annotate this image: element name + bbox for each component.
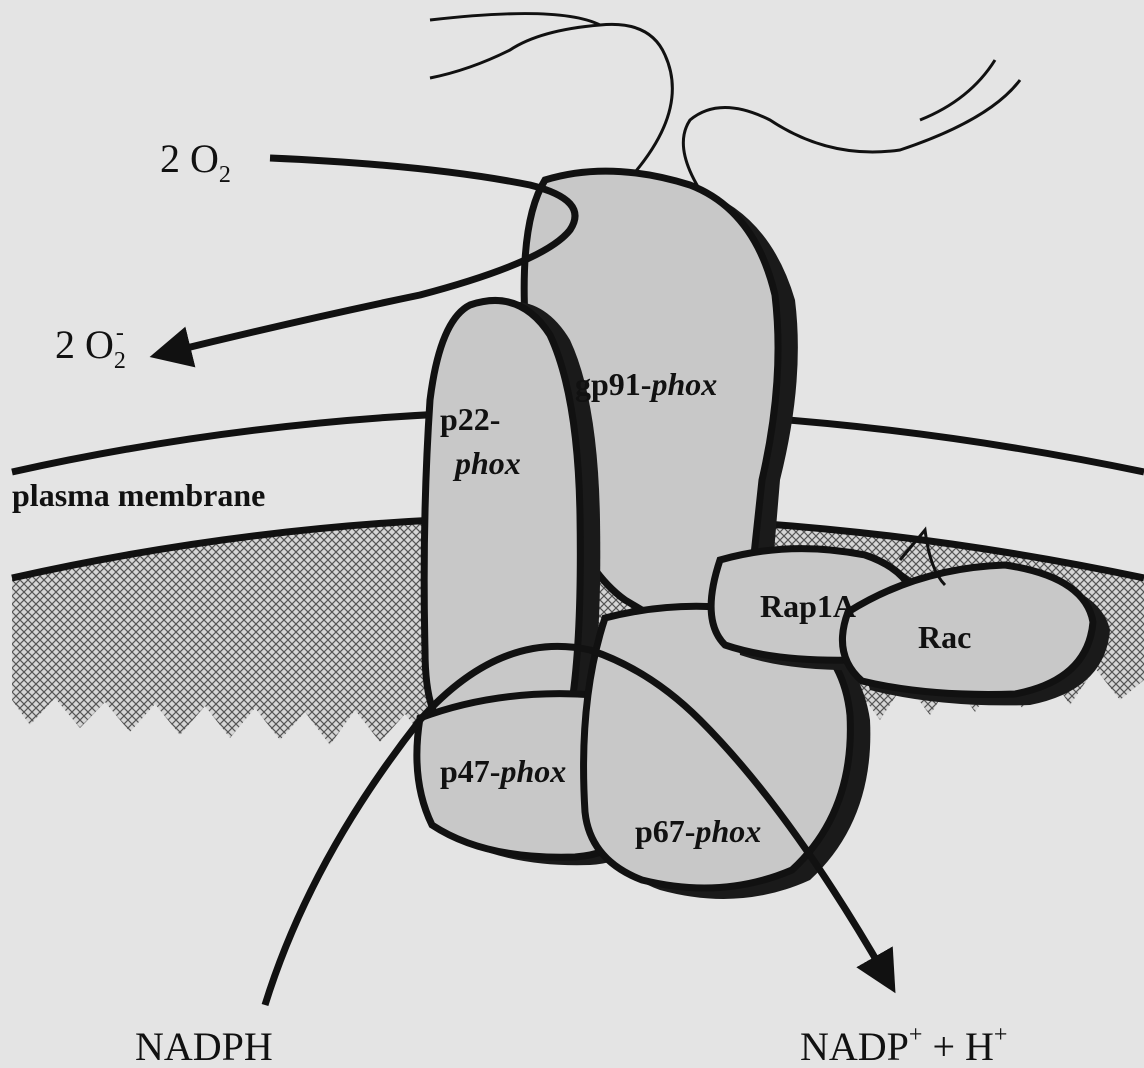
rap1a-label: Rap1A [760,588,856,624]
p22-phox-label: p22- [440,401,500,437]
p47-phox-label: p47-phox [440,753,566,789]
nadp-label: NADP+ + H+ [800,1022,1007,1068]
p67-phox-label: p67-phox [635,813,761,849]
plasma-membrane-label: plasma membrane [12,477,265,513]
nadph-label: NADPH [135,1024,273,1068]
o2-label: 2 O2 [160,136,231,188]
glycan-chain-left-branch [430,14,600,25]
superoxide-label: 2 O2- [55,320,126,374]
glycan-chain-right [683,80,1020,205]
gp91-phox-label: gp91-phox [575,366,717,402]
rac-label: Rac [918,619,971,655]
p22-phox-label-line2: phox [452,445,521,481]
p22-phox-subunit [424,300,580,738]
glycan-chain-left [430,24,672,178]
